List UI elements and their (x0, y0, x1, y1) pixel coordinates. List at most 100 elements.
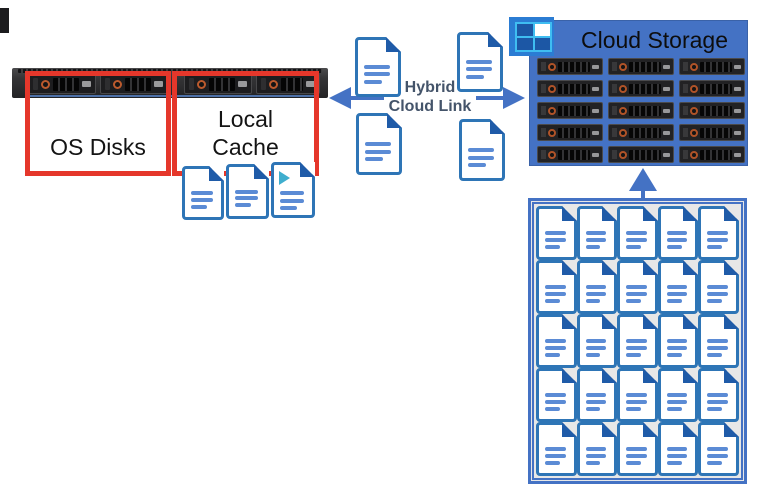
drive-block (612, 128, 617, 137)
folded-corner (602, 260, 618, 275)
doc-text-line (666, 453, 688, 458)
storage-cell-highlight (534, 24, 550, 36)
drive-latch (306, 81, 315, 87)
drive-led-icon (548, 84, 556, 93)
doc-text-line (626, 447, 647, 452)
doc-text-line (666, 460, 682, 465)
document-icon (657, 314, 699, 368)
doc-text-line (365, 141, 391, 146)
drive-latch (663, 152, 670, 157)
doc-text-line (280, 205, 297, 210)
drive-vent (53, 77, 79, 91)
document-icon (536, 260, 577, 314)
storage-cell (517, 24, 533, 36)
drive-block (541, 106, 546, 115)
drive-led-icon (619, 62, 627, 71)
doc-text-line (466, 59, 492, 64)
storage-cell (517, 38, 533, 50)
folded-corner (642, 260, 658, 275)
document-icon (617, 422, 658, 476)
doc-text-line (191, 204, 207, 209)
drive-vent (558, 83, 590, 94)
doc-text-line (626, 285, 647, 290)
doc-text-line (585, 244, 601, 249)
doc-text-line (666, 339, 688, 344)
doc-text-line (666, 406, 682, 411)
cloud-drive-grid (537, 58, 745, 163)
drive-block (683, 84, 688, 93)
doc-text-line (707, 231, 728, 236)
document-icon (657, 368, 699, 422)
doc-text-line (545, 406, 560, 411)
drive-led-icon (548, 106, 556, 115)
drive-block (612, 106, 617, 115)
drive-latch (238, 81, 247, 87)
drive-latch (734, 108, 741, 113)
doc-text-line (364, 64, 390, 69)
drive-vent (629, 61, 661, 72)
folded-corner (683, 368, 699, 383)
arrow-up-icon (629, 168, 657, 191)
doc-text-line (666, 345, 688, 350)
disk-drive-icon (608, 124, 674, 141)
doc-text-line (666, 231, 688, 236)
drive-vent (629, 83, 661, 94)
doc-text-line (585, 352, 601, 357)
drive-led-icon (690, 84, 698, 93)
document-icon (536, 314, 577, 368)
doc-text-line (545, 352, 560, 357)
drive-vent (558, 105, 590, 116)
doc-text-line (707, 285, 728, 290)
drive-vent (125, 77, 151, 91)
doc-text-line (666, 393, 688, 398)
screen-edge-artifact (0, 8, 9, 33)
folded-corner (683, 314, 699, 329)
folded-corner (300, 162, 315, 177)
folded-corner (683, 422, 699, 437)
document-icon (226, 164, 269, 219)
document-icon (356, 113, 402, 175)
drive-led-icon (690, 150, 698, 159)
document-icon (182, 166, 224, 220)
storage-grid-glyph (515, 22, 552, 52)
folded-corner (602, 314, 618, 329)
doc-text-line (707, 244, 723, 249)
drive-led-icon (548, 128, 556, 137)
doc-text-line (365, 149, 391, 154)
doc-text-line (364, 79, 382, 84)
document-grid (536, 206, 739, 476)
drive-block (541, 84, 546, 93)
doc-text-line (545, 237, 566, 242)
document-icon (657, 206, 699, 260)
disk-drive-icon (537, 102, 603, 119)
doc-text-line (666, 399, 688, 404)
drive-vent (629, 127, 661, 138)
disk-drive-icon (537, 124, 603, 141)
document-icon (657, 422, 699, 476)
doc-text-line (626, 291, 647, 296)
drive-led-icon (41, 79, 50, 89)
document-icon (617, 314, 658, 368)
doc-text-line (707, 460, 723, 465)
drive-led-icon (113, 79, 122, 89)
doc-text-line (235, 203, 252, 208)
doc-text-line (545, 447, 566, 452)
doc-text-line (545, 291, 566, 296)
doc-text-line (585, 339, 607, 344)
doc-text-line (707, 406, 723, 411)
drive-vent (558, 149, 590, 160)
disk-drive-icon (679, 124, 745, 141)
os-disks-region: OS Disks (25, 71, 171, 176)
document-icon (457, 32, 503, 92)
drive-latch (592, 64, 599, 69)
drive-latch (734, 64, 741, 69)
doc-text-line (626, 406, 641, 411)
disk-drive-icon (679, 146, 745, 163)
drive-led-icon (197, 79, 206, 89)
disk-drive-icon (679, 58, 745, 75)
document-icon (576, 314, 618, 368)
doc-text-line (585, 460, 601, 465)
doc-text-line (468, 163, 486, 168)
play-icon (279, 171, 290, 185)
folded-corner (561, 422, 577, 437)
